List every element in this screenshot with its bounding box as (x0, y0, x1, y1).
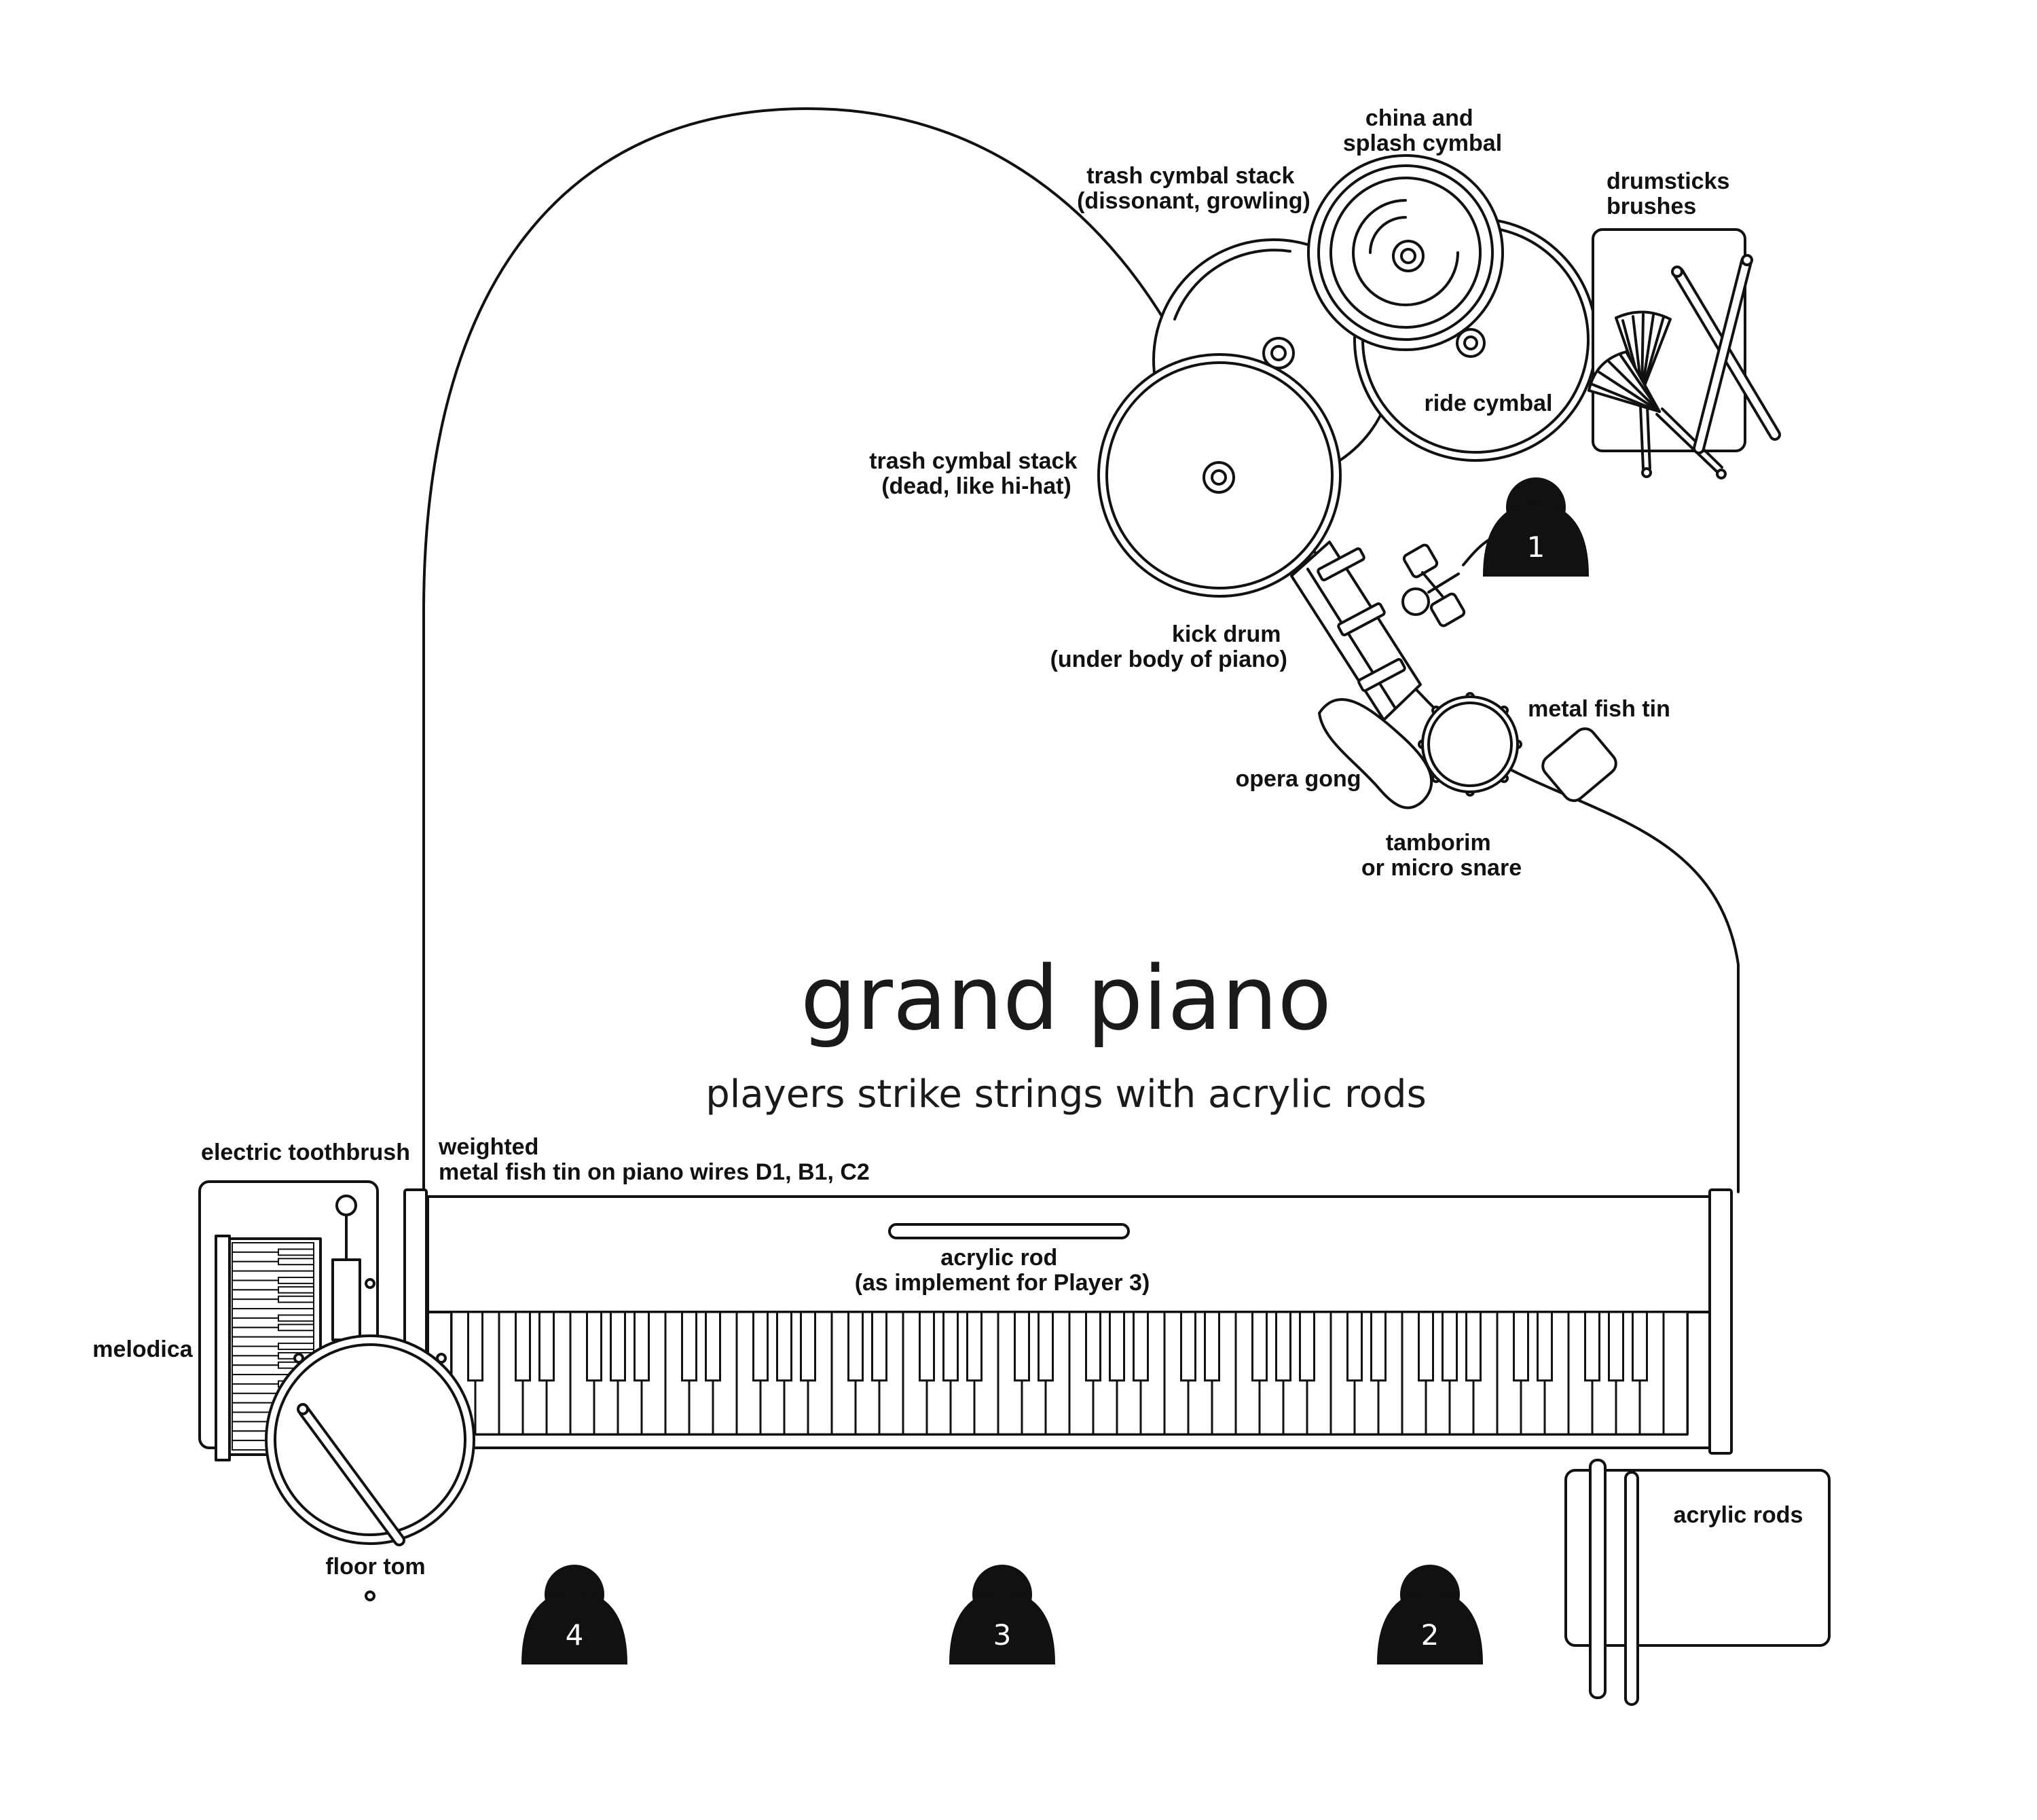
label-floor-tom: floor tom (325, 1554, 425, 1580)
black-key (1537, 1311, 1553, 1382)
black-key (1513, 1311, 1529, 1382)
drumstick-icon (1693, 254, 1753, 454)
svg-text:1: 1 (1527, 530, 1545, 564)
electric-toothbrush (331, 1195, 361, 1341)
black-key (871, 1311, 887, 1382)
drumstick-on-floor-tom (297, 1403, 405, 1546)
label-kick-drum: kick drum (under body of piano) (1050, 621, 1287, 672)
black-key (1038, 1311, 1054, 1382)
label-acrylic-rod: acrylic rod (as implement for Player 3) (855, 1245, 1150, 1296)
black-key (1299, 1311, 1315, 1382)
melodica-black-key (278, 1248, 314, 1256)
floor-tom (265, 1278, 475, 1601)
label-china-splash-cymbal: china and splash cymbal (1343, 105, 1502, 156)
black-key (1251, 1311, 1268, 1382)
melodica-black-key (278, 1314, 314, 1322)
black-key (1109, 1311, 1125, 1382)
label-metal-fish-tin: metal fish tin (1528, 696, 1670, 722)
black-key (1584, 1311, 1600, 1382)
china-and-splash-cymbal (1307, 154, 1504, 351)
tamborim (1418, 692, 1522, 797)
black-key (847, 1311, 864, 1382)
black-key (705, 1311, 721, 1382)
piano-keyboard-assembly (403, 1188, 1733, 1455)
acrylic-rod-on-piano (888, 1223, 1130, 1239)
black-key (752, 1311, 769, 1382)
black-key (1204, 1311, 1220, 1382)
black-key (586, 1311, 602, 1382)
black-key (1608, 1311, 1624, 1382)
label-trash-cymbal-stack-dead: trash cymbal stack (dead, like hi-hat) (869, 448, 1084, 499)
opera-gong (1318, 698, 1433, 809)
black-key (1085, 1311, 1101, 1382)
label-melodica: melodica (92, 1336, 193, 1362)
acrylic-rods-box (1564, 1459, 1831, 1706)
label-drumsticks-brushes: drumsticks brushes (1607, 168, 1736, 219)
black-key (1133, 1311, 1149, 1382)
black-key (1346, 1311, 1363, 1382)
black-key (467, 1311, 483, 1382)
trash-cymbal-stack-dead (1097, 353, 1342, 598)
melodica-black-key (278, 1286, 314, 1294)
label-tamborim: tamborim or micro snare (1361, 830, 1522, 881)
black-key (1275, 1311, 1291, 1382)
black-key (1014, 1311, 1030, 1382)
melodica-black-key (278, 1295, 314, 1303)
black-key (538, 1311, 555, 1382)
player-3-marker: 3 (949, 1565, 1056, 1664)
label-electric-toothbrush: electric toothbrush (201, 1140, 410, 1165)
melodica-table (198, 1180, 379, 1461)
black-key (942, 1311, 959, 1382)
white-key (1662, 1311, 1689, 1436)
player-1-marker: 1 (1482, 477, 1590, 577)
black-key (1418, 1311, 1434, 1382)
black-key (966, 1311, 983, 1382)
piano-keys (450, 1311, 1689, 1436)
player-2-marker: 2 (1376, 1565, 1484, 1664)
label-trash-cymbal-stack-dissonant: trash cymbal stack (dissonant, growling) (1077, 163, 1310, 214)
svg-text:2: 2 (1421, 1618, 1439, 1652)
melodica-black-key (278, 1343, 314, 1350)
black-key (919, 1311, 935, 1382)
black-key (1180, 1311, 1196, 1382)
black-key (800, 1311, 816, 1382)
brush-icon (1588, 350, 1727, 479)
kick-pedal (1401, 530, 1512, 627)
black-key (515, 1311, 531, 1382)
svg-text:4: 4 (566, 1618, 584, 1652)
black-key (634, 1311, 650, 1382)
kick-drum (1290, 541, 1422, 721)
label-weighted-fish-tin: weighted metal fish tin on piano wires D… (438, 1134, 870, 1185)
melodica-black-key (278, 1258, 314, 1266)
label-acrylic-rods: acrylic rods (1674, 1502, 1803, 1528)
drumsticks-brushes-tray (1588, 228, 1781, 479)
black-key (1442, 1311, 1458, 1382)
label-ride-cymbal: ride cymbal (1425, 390, 1553, 416)
diagram-subtitle: players strike strings with acrylic rods (705, 1072, 1427, 1116)
player-4-marker: 4 (521, 1565, 628, 1664)
svg-text:3: 3 (993, 1618, 1012, 1652)
black-key (1632, 1311, 1648, 1382)
black-key (1465, 1311, 1482, 1382)
metal-fish-tin (1541, 727, 1617, 802)
black-key (610, 1311, 626, 1382)
black-key (1370, 1311, 1387, 1382)
diagram-title: grand piano (801, 947, 1332, 1050)
melodica-black-key (278, 1324, 314, 1332)
melodica-black-key (278, 1277, 314, 1284)
black-key (681, 1311, 697, 1382)
black-key (776, 1311, 792, 1382)
label-opera-gong: opera gong (1235, 766, 1361, 792)
